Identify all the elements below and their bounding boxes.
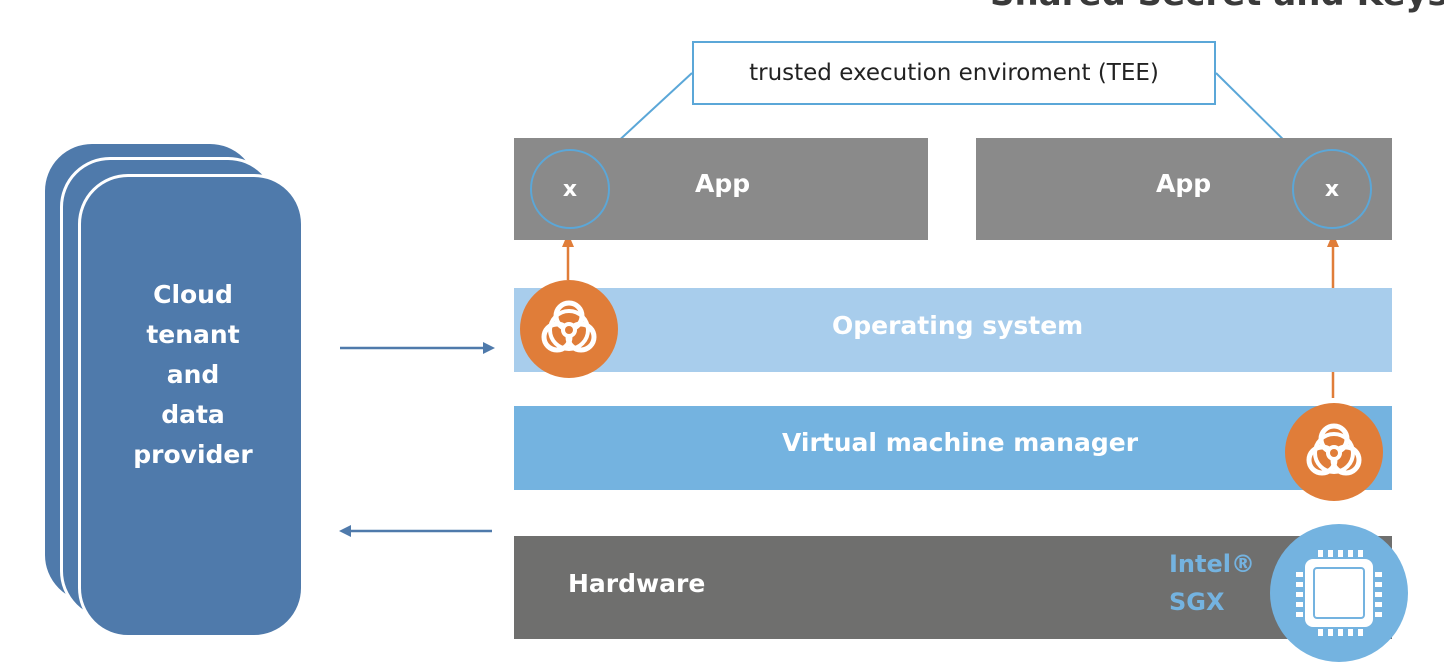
page-title: Shared Secret and Keys xyxy=(990,0,1444,14)
sgx-line-2: SGX xyxy=(1169,588,1225,616)
enclave-x-left: x xyxy=(530,149,610,229)
enclave-mark: x xyxy=(1324,176,1340,202)
sgx-label: Intel® SGX xyxy=(1169,545,1255,621)
tenant-label: Cloud tenant and data provider xyxy=(82,275,304,475)
app-bar-left: x App xyxy=(514,138,928,240)
sgx-line-1: Intel® xyxy=(1169,550,1255,578)
tee-label-box: trusted execution enviroment (TEE) xyxy=(692,41,1216,105)
enclave-x-right: x xyxy=(1292,149,1372,229)
biohazard-icon xyxy=(1285,403,1383,501)
app-label-right: App xyxy=(1156,169,1212,198)
tenant-line: Cloud xyxy=(153,280,233,309)
vmm-label: Virtual machine manager xyxy=(782,428,1139,457)
tenant-line: tenant xyxy=(146,320,240,349)
os-label: Operating system xyxy=(832,311,1084,340)
enclave-mark: x xyxy=(562,176,578,202)
tenant-line: provider xyxy=(133,440,253,469)
biohazard-icon xyxy=(520,280,618,378)
hardware-layer: Hardware Intel® SGX xyxy=(514,536,1392,639)
cpu-chip-icon xyxy=(1270,524,1408,662)
tenant-card-front xyxy=(78,174,304,638)
vmm-layer: Virtual machine manager xyxy=(514,406,1392,490)
hardware-label: Hardware xyxy=(568,569,706,598)
app-label-left: App xyxy=(695,169,751,198)
app-bar-right: App x xyxy=(976,138,1392,240)
os-layer: Operating system xyxy=(514,288,1392,372)
tenant-line: and xyxy=(166,360,220,389)
tenant-line: data xyxy=(161,400,225,429)
